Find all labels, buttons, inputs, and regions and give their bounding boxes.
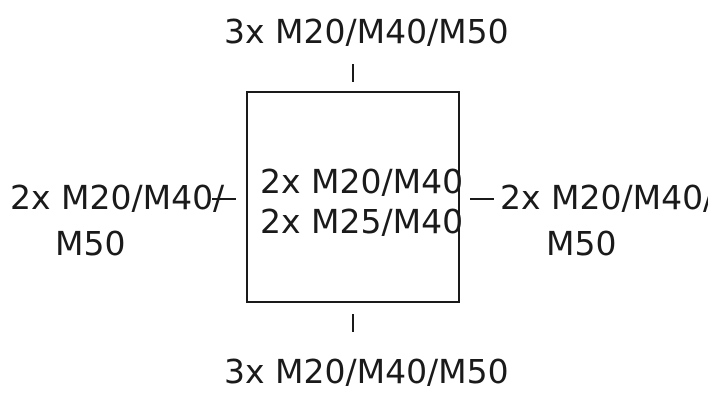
top-tick (352, 64, 354, 82)
right-label-2: M50 (546, 224, 617, 263)
bottom-label: 3x M20/M40/M50 (224, 352, 509, 391)
center-line-1: 2x M20/M40 (260, 162, 464, 201)
left-label-2: M50 (55, 224, 126, 263)
enclosure-box (246, 91, 460, 303)
center-line-2: 2x M25/M40 (260, 202, 464, 241)
left-label-1: 2x M20/M40/ (10, 178, 225, 217)
bottom-tick (352, 314, 354, 332)
left-tick (212, 198, 236, 200)
right-tick (470, 198, 494, 200)
right-label-1: 2x M20/M40/ (500, 178, 708, 217)
top-label: 3x M20/M40/M50 (224, 12, 509, 51)
